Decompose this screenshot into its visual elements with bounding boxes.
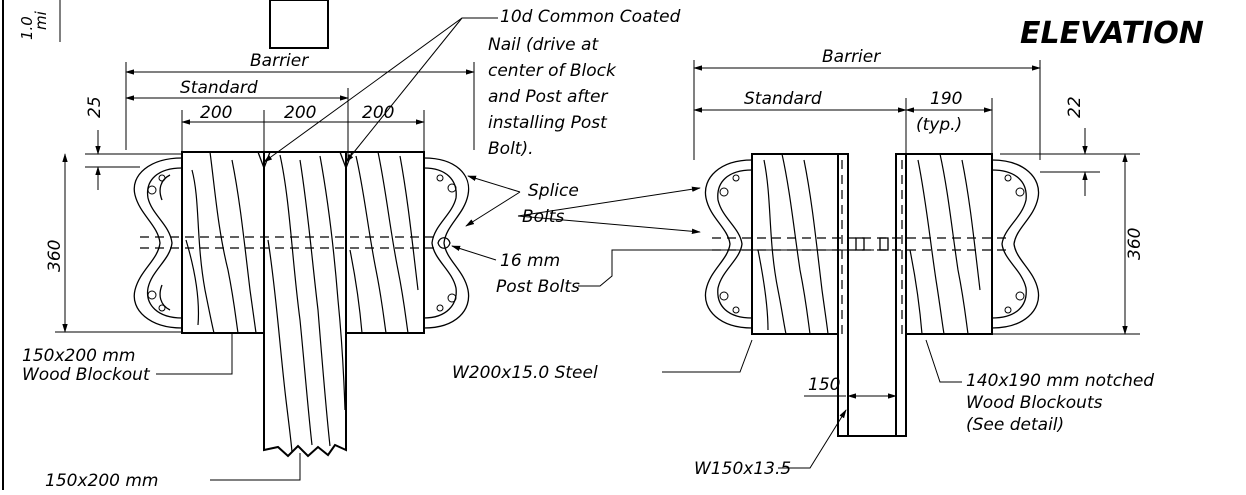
splice-label-1: Splice bbox=[528, 181, 579, 201]
post-bolt-label-2: Post Bolts bbox=[496, 277, 580, 297]
nail-note-line-2: Nail (drive at bbox=[488, 35, 599, 55]
nail-note: 10d Common Coated Nail (drive at center … bbox=[263, 7, 681, 163]
left-width-2: 200 bbox=[284, 103, 316, 123]
corner-text-1: 1.0 bbox=[18, 16, 36, 40]
nail-note-line-6: Bolt). bbox=[488, 139, 534, 159]
left-standard-label: Standard bbox=[180, 78, 258, 98]
left-barrier-label: Barrier bbox=[250, 51, 309, 71]
right-post-label: W150x13.5 bbox=[694, 459, 791, 479]
left-detail: Barrier Standard 200 200 200 25 360 bbox=[45, 51, 475, 458]
right-width: 190 bbox=[930, 89, 962, 109]
post-bolt-label-1: 16 mm bbox=[500, 251, 560, 271]
right-height: 360 bbox=[1125, 228, 1145, 260]
left-post-label: 150x200 mm bbox=[45, 471, 158, 490]
right-barrier-label: Barrier bbox=[822, 47, 881, 67]
left-width-3: 200 bbox=[362, 103, 394, 123]
splice-label-2: Bolts bbox=[522, 207, 564, 227]
right-flange-width: 150 bbox=[808, 375, 840, 395]
left-height: 360 bbox=[45, 240, 65, 272]
right-offset-top: 22 bbox=[1065, 96, 1085, 118]
right-blockout-label-3: (See detail) bbox=[966, 415, 1064, 435]
left-offset-top: 25 bbox=[85, 96, 105, 118]
right-blockout-label-2: Wood Blockouts bbox=[966, 393, 1103, 413]
nail-note-line-4: and Post after bbox=[488, 87, 608, 107]
left-blockout-label-2: Wood Blockout bbox=[22, 365, 151, 385]
right-typ: (typ.) bbox=[916, 115, 962, 135]
nail-note-line-5: installing Post bbox=[488, 113, 608, 133]
left-blockout-label-1: 150x200 mm bbox=[22, 346, 135, 366]
right-detail: Barrier Standard 190 (typ.) 22 360 bbox=[693, 47, 1145, 437]
sheet-border bbox=[2, 0, 329, 490]
right-standard-label: Standard bbox=[744, 89, 822, 109]
left-width-1: 200 bbox=[200, 103, 232, 123]
nail-note-line-3: center of Block bbox=[488, 61, 617, 81]
elevation-heading: ELEVATION bbox=[1020, 16, 1204, 51]
right-steel-label: W200x15.0 Steel bbox=[452, 363, 598, 383]
nail-note-line-1: 10d Common Coated bbox=[500, 7, 681, 27]
corner-text-2: mi bbox=[32, 10, 50, 30]
right-blockout-label-1: 140x190 mm notched bbox=[966, 371, 1154, 391]
